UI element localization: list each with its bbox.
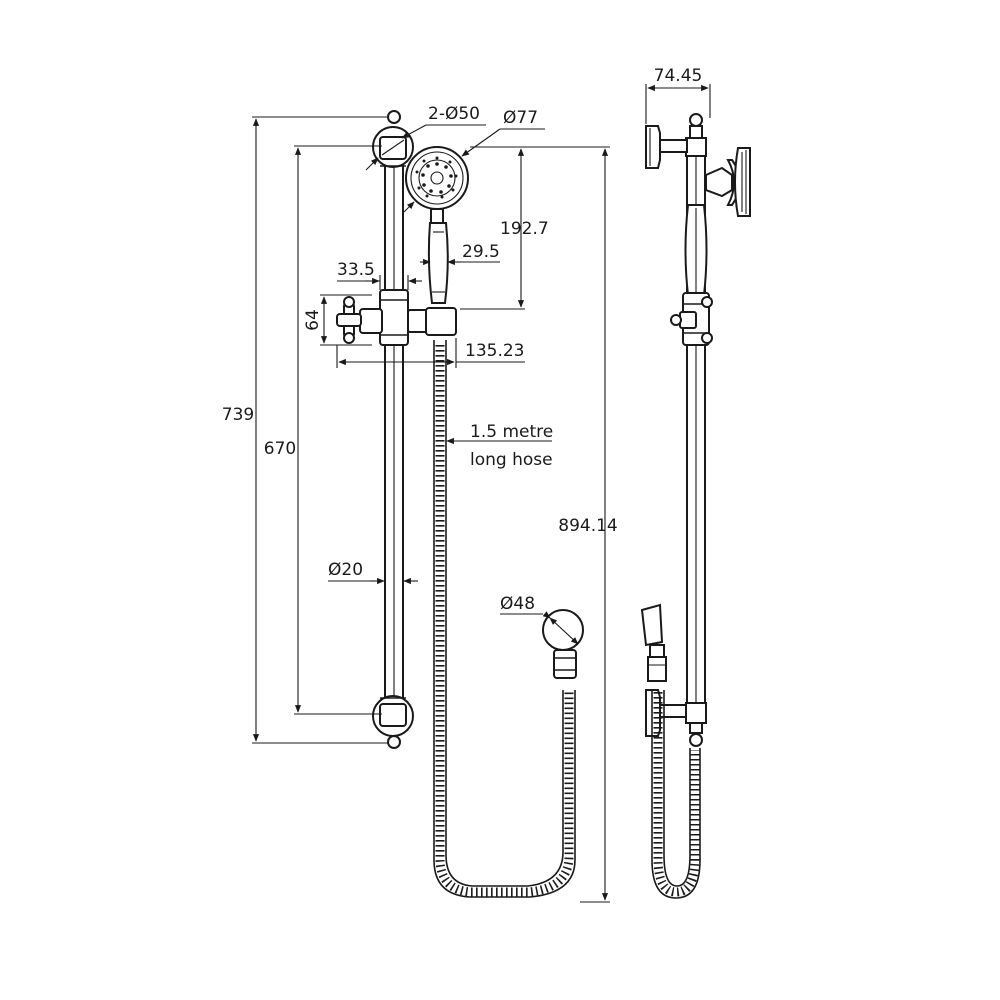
wall-outlet (542, 609, 584, 679)
head-diameter-label: Ø77 (503, 108, 538, 128)
slider-width-label: 33.5 (337, 260, 375, 280)
head-height-label: 192.7 (500, 219, 549, 239)
outlet-diameter-label: Ø48 (500, 594, 535, 614)
spray-nozzles (415, 156, 458, 199)
side-projection-label: 74.45 (654, 66, 703, 86)
side-hose (651, 690, 701, 899)
total-height-label: 894.14 (558, 516, 617, 536)
overall-height-label: 739 (222, 405, 254, 425)
side-wall-outlet (640, 603, 667, 682)
head-projection-label: 135.23 (465, 341, 524, 361)
shower-hose (433, 340, 576, 898)
rail-diameter-label: Ø20 (328, 560, 363, 580)
side-top-bracket (645, 113, 707, 169)
rail-centres-label: 670 (264, 439, 296, 459)
bracket-diameter-label: 2-Ø50 (428, 104, 480, 124)
front-view-dimensions: 739 670 2-Ø50 Ø77 192.7 2 (222, 104, 618, 903)
side-view-dimensions: 74.45 (645, 66, 711, 124)
side-slider (670, 292, 713, 346)
hose-length-line1: 1.5 metre (470, 422, 553, 442)
side-view: 74.45 (640, 66, 751, 899)
cross-knob (336, 296, 362, 344)
bottom-wall-bracket (372, 695, 414, 749)
top-wall-bracket (372, 110, 414, 168)
side-bottom-bracket (645, 689, 707, 747)
handle-width-label: 29.5 (462, 242, 500, 262)
hand-shower (405, 146, 469, 304)
hose-length-line2: long hose (470, 450, 553, 470)
slider-height-label: 64 (303, 309, 323, 331)
front-view: 739 670 2-Ø50 Ø77 192.7 2 (222, 104, 618, 903)
side-shower-head (705, 147, 751, 217)
